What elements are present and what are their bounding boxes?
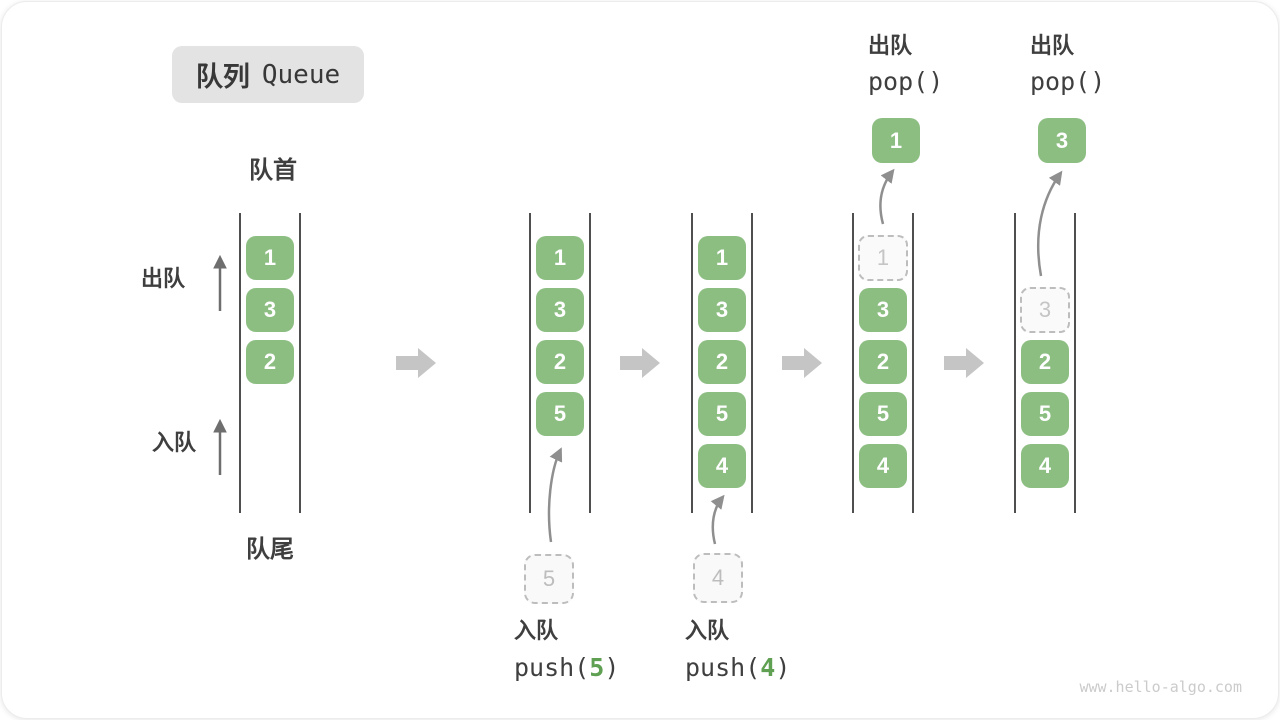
- queue-box: 5: [1021, 392, 1069, 436]
- push-arg: 5: [589, 653, 605, 682]
- pop-code-label: pop(): [868, 67, 944, 96]
- queue-wall: [299, 213, 301, 513]
- queue-box: 2: [859, 340, 907, 384]
- front-label: 队首: [249, 157, 297, 184]
- queue-box: 1: [536, 236, 584, 280]
- title-en: Queue: [261, 59, 341, 90]
- flow-arrow-icon: [396, 348, 436, 378]
- title-badge: 队列 Queue: [172, 46, 364, 103]
- push-operation-label: 入队 push(5): [514, 618, 619, 681]
- queue-box: 5: [536, 392, 584, 436]
- queue-box: 4: [859, 444, 907, 488]
- queue-box: 2: [1021, 340, 1069, 384]
- queue-wall: [1074, 213, 1076, 513]
- pop-code-label: pop(): [1030, 67, 1106, 96]
- push-operation-label: 入队 push(4): [685, 618, 790, 681]
- rear-label: 队尾: [246, 536, 294, 563]
- push-fn: push(: [685, 653, 761, 682]
- flow-arrow-icon: [620, 348, 660, 378]
- push-arrow-icon: [710, 494, 725, 545]
- push-zh-label: 入队: [514, 618, 559, 643]
- pop-arrow-icon: [1036, 170, 1063, 277]
- push-close: ): [604, 653, 620, 682]
- queue-wall: [589, 213, 591, 513]
- popped-box: 1: [872, 118, 920, 163]
- queue-box: 3: [698, 288, 746, 332]
- pop-operation-label: 出队 pop(): [1030, 33, 1106, 96]
- watermark: www.hello-algo.com: [1079, 678, 1242, 696]
- pop-zh-label: 出队: [1030, 33, 1075, 58]
- incoming-box: 4: [693, 553, 743, 603]
- queue-box: 3: [859, 288, 907, 332]
- queue-wall: [239, 213, 241, 513]
- queue-box: 5: [859, 392, 907, 436]
- queue-box: 3: [246, 288, 294, 332]
- pop-operation-label: 出队 pop(): [868, 33, 944, 96]
- ghost-box: 1: [858, 235, 908, 281]
- pop-zh-label: 出队: [868, 33, 913, 58]
- push-arrow-icon: [547, 447, 563, 543]
- queue-box: 2: [536, 340, 584, 384]
- flow-arrow-icon: [782, 348, 822, 378]
- queue-wall: [691, 213, 693, 513]
- push-zh-label: 入队: [685, 618, 730, 643]
- push-arg: 4: [760, 653, 776, 682]
- push-close: ): [775, 653, 791, 682]
- queue-box: 2: [698, 340, 746, 384]
- push-code-label: push(4): [685, 655, 790, 680]
- queue-box: 1: [246, 236, 294, 280]
- queue-box: 4: [698, 444, 746, 488]
- queue-box: 1: [698, 236, 746, 280]
- queue-wall: [852, 213, 854, 513]
- queue-box: 5: [698, 392, 746, 436]
- queue-wall: [751, 213, 753, 513]
- popped-box: 3: [1038, 118, 1086, 163]
- pop-arrow-icon: [879, 168, 895, 225]
- queue-box: 4: [1021, 444, 1069, 488]
- queue-wall: [1014, 213, 1016, 513]
- enqueue-label: 入队: [152, 430, 197, 455]
- dequeue-label: 出队: [141, 266, 186, 291]
- queue-wall: [529, 213, 531, 513]
- queue-wall: [912, 213, 914, 513]
- flow-arrow-icon: [944, 348, 984, 378]
- push-fn: push(: [514, 653, 590, 682]
- title-zh: 队列: [195, 62, 250, 92]
- ghost-box: 3: [1020, 287, 1070, 333]
- queue-box: 2: [246, 340, 294, 384]
- queue-box: 3: [536, 288, 584, 332]
- incoming-box: 5: [524, 554, 574, 604]
- push-code-label: push(5): [514, 655, 619, 680]
